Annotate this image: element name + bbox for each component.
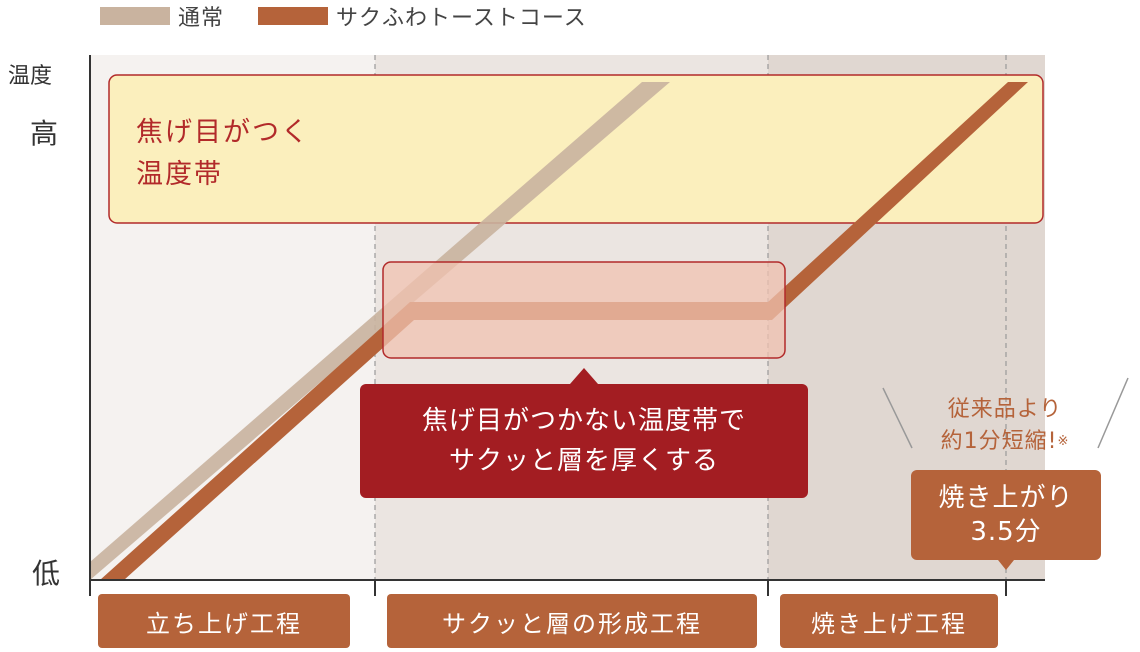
callout-line1: 焦げ目がつかない温度帯で bbox=[421, 406, 746, 436]
y-axis-title: 温度 bbox=[8, 64, 53, 89]
time-saving-note: 従来品より 約1分短縮!※ bbox=[910, 394, 1100, 458]
callout-line2: サクッと層を厚くする bbox=[448, 446, 719, 476]
note-mark: ※ bbox=[1057, 434, 1070, 449]
legend-normal-swatch bbox=[100, 7, 170, 25]
browning-zone-label-line1: 焦げ目がつく bbox=[136, 117, 310, 148]
legend-normal-label: 通常 bbox=[178, 6, 225, 31]
finish-time-arrow bbox=[998, 560, 1014, 570]
y-axis-high: 高 bbox=[30, 117, 59, 150]
finish-time-line2: 3.5分 bbox=[970, 517, 1042, 547]
legend-toast: サクふわトーストコース bbox=[258, 0, 587, 32]
legend-toast-label: サクふわトーストコース bbox=[336, 6, 587, 31]
note-slash-left bbox=[882, 387, 913, 449]
phase-crisp-layer: サクッと層の形成工程 bbox=[387, 594, 757, 648]
crisp-zone bbox=[382, 261, 786, 359]
note-line2-text: 約1分短縮! bbox=[940, 429, 1058, 454]
phase-finish: 焼き上げ工程 bbox=[780, 594, 998, 648]
callout-box: 焦げ目がつかない温度帯で サクッと層を厚くする bbox=[360, 384, 808, 498]
note-slash-right bbox=[1097, 377, 1129, 449]
note-line1: 従来品より bbox=[947, 397, 1063, 422]
phase-startup: 立ち上げ工程 bbox=[98, 594, 350, 648]
browning-zone-label-line2: 温度帯 bbox=[136, 159, 223, 190]
callout-arrow bbox=[570, 368, 598, 384]
finish-time-box: 焼き上がり 3.5分 bbox=[911, 470, 1101, 560]
y-axis-low: 低 bbox=[32, 557, 61, 590]
legend-toast-swatch bbox=[258, 7, 328, 25]
browning-zone-label: 焦げ目がつく 温度帯 bbox=[136, 112, 310, 196]
legend-normal: 通常 bbox=[100, 0, 224, 32]
note-line2: 約1分短縮!※ bbox=[910, 426, 1100, 458]
finish-time-line1: 焼き上がり bbox=[938, 483, 1074, 513]
